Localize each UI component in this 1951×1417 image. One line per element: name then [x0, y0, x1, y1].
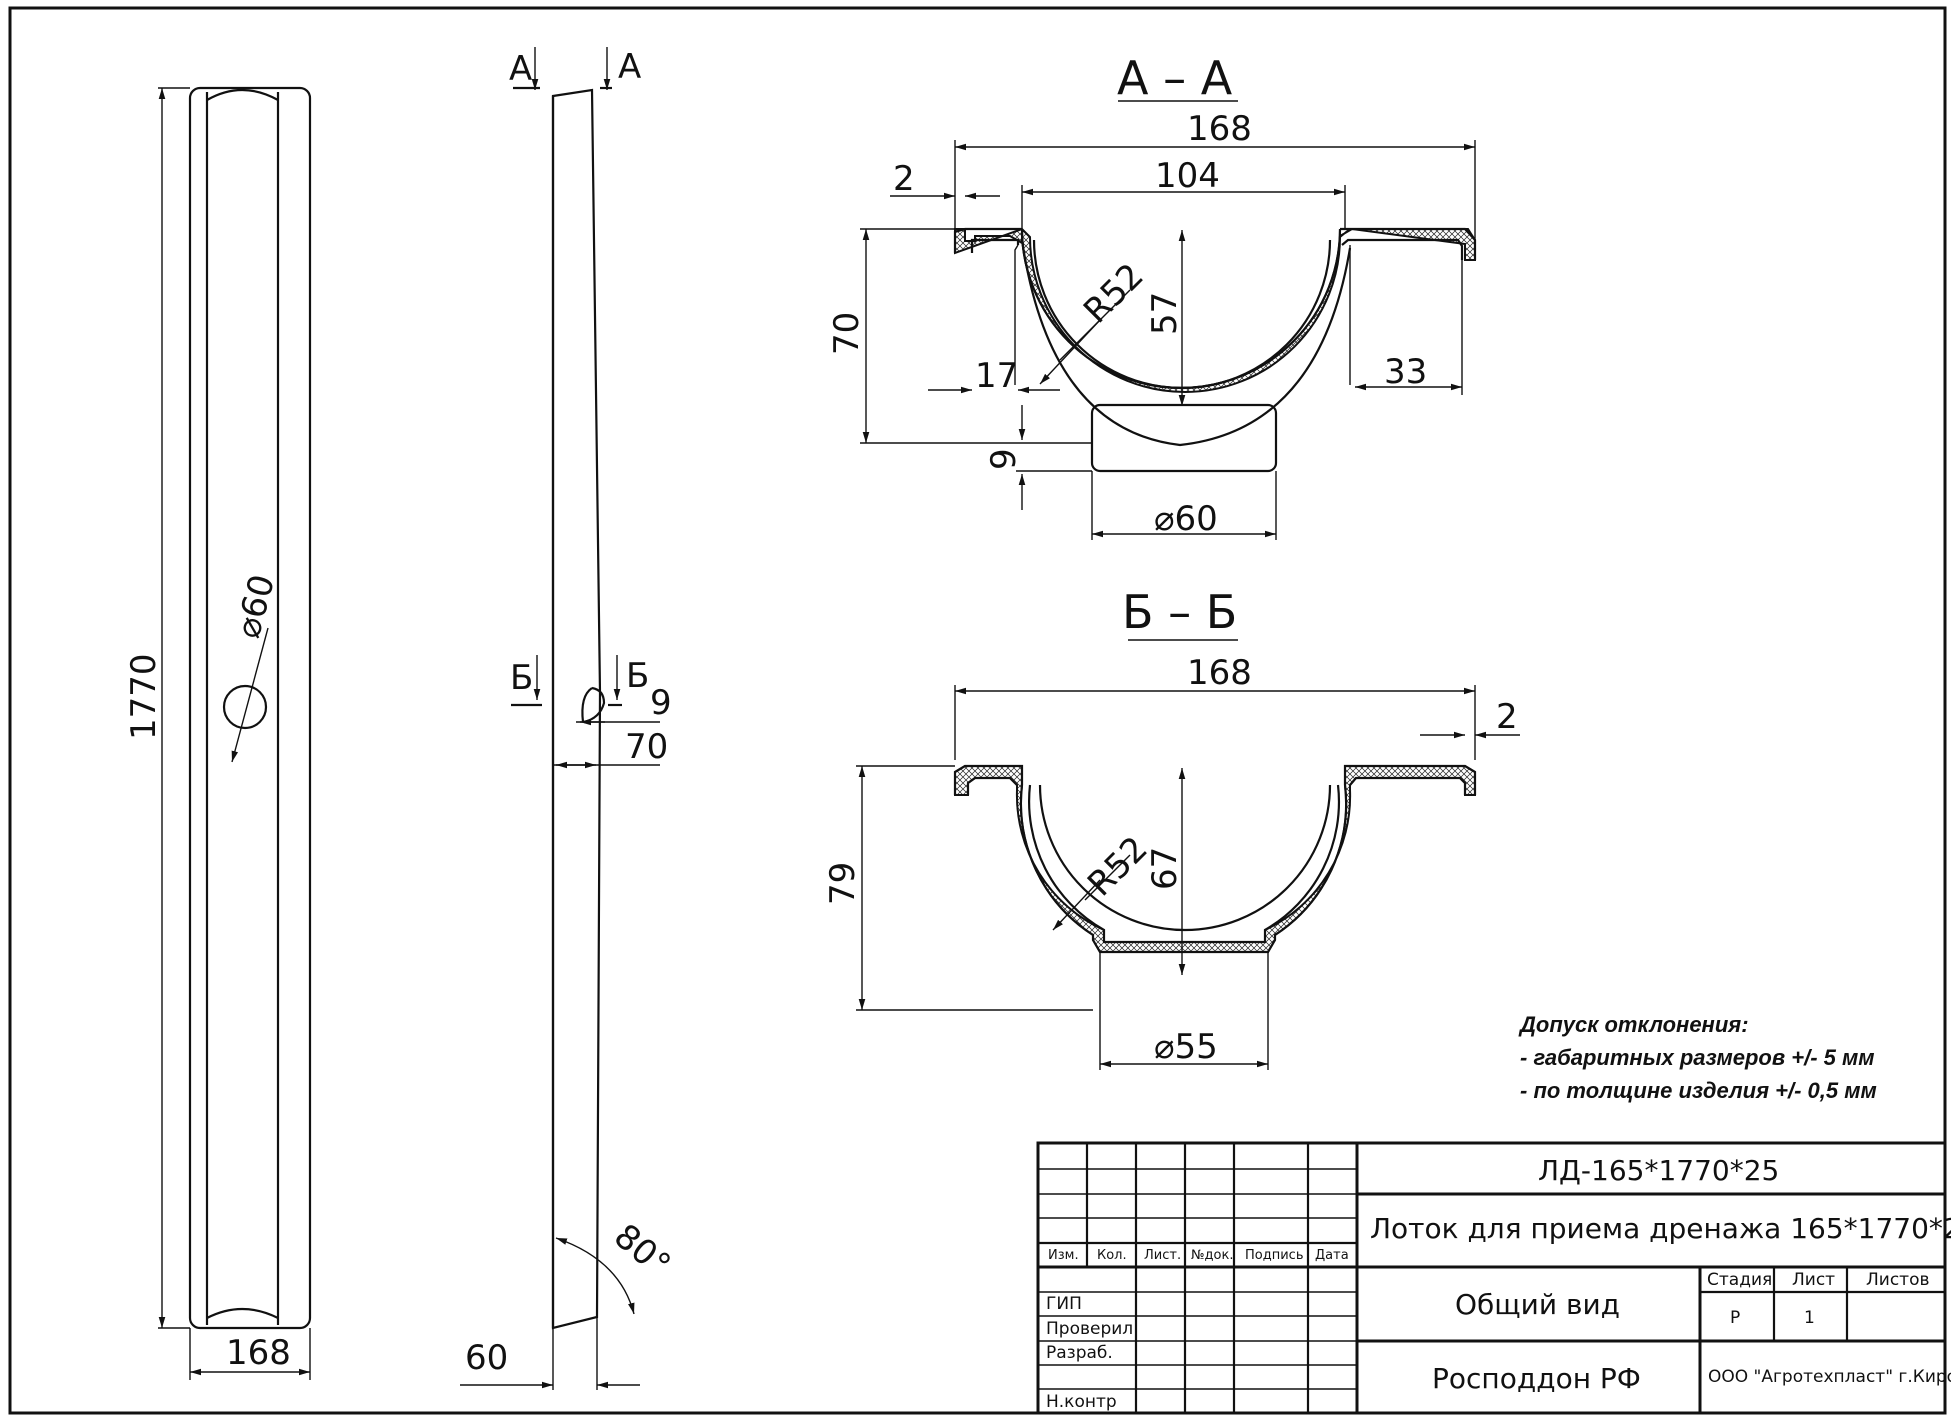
tb-role-gip: ГИП	[1046, 1294, 1082, 1314]
tb-code: ЛД-165*1770*25	[1538, 1154, 1779, 1187]
bb-dim-height: 79	[823, 862, 863, 905]
side-angle: 80°	[606, 1216, 678, 1285]
aa-dim-height: 70	[827, 312, 867, 355]
notes-line2: - по толщине изделия +/- 0,5 мм	[1520, 1078, 1877, 1103]
aa-dim-radius: R52	[1076, 256, 1152, 332]
cut-a-right: А	[618, 47, 641, 87]
tb-col-data: Дата	[1315, 1248, 1349, 1263]
plan-hole-dim: ⌀60	[228, 570, 283, 642]
tb-org: ООО "Агротехпласт" г.Киров	[1708, 1367, 1951, 1387]
tb-col-ndok: №док.	[1191, 1248, 1233, 1263]
tb-col-kol: Кол.	[1097, 1248, 1127, 1263]
bb-dim-outlet-dia: ⌀55	[1154, 1027, 1218, 1067]
aa-dim-left-step: 17	[975, 356, 1018, 396]
bb-dim-width: 168	[1187, 653, 1252, 693]
section-bb: Б – Б 168 2 R52 67 79 ⌀55	[823, 585, 1520, 1070]
aa-dim-inner: 104	[1155, 156, 1220, 196]
tb-name: Лоток для приема дренажа 165*1770*25	[1370, 1212, 1951, 1245]
aa-dim-depth: 57	[1145, 292, 1185, 335]
aa-dim-outlet-height: 9	[984, 448, 1024, 470]
section-bb-title: Б – Б	[1122, 585, 1237, 639]
tb-col-list: Лист.	[1144, 1248, 1181, 1263]
aa-dim-right-step: 33	[1384, 352, 1427, 392]
aa-dim-width: 168	[1187, 109, 1252, 149]
section-aa-title: А – А	[1117, 51, 1233, 105]
tb-col-izm: Изм.	[1048, 1248, 1079, 1263]
tb-owner: Росподдон РФ	[1432, 1362, 1641, 1395]
bb-dim-depth: 67	[1145, 847, 1185, 890]
tb-stage-label: Стадия	[1707, 1270, 1772, 1290]
tb-role-developed: Разраб.	[1046, 1343, 1113, 1363]
plan-view: ⌀60 1770 168	[124, 86, 312, 1380]
notes-line1: - габаритных размеров +/- 5 мм	[1520, 1045, 1875, 1070]
side-view: А А Б Б 9 70 80° 60	[460, 47, 678, 1390]
tb-view: Общий вид	[1455, 1288, 1620, 1321]
aa-dim-flange: 2	[893, 159, 915, 199]
tb-col-podpis: Подпись	[1245, 1248, 1303, 1263]
tb-sheets-label: Листов	[1866, 1270, 1930, 1290]
sheet-frame	[8, 6, 1947, 1415]
bb-dim-flange: 2	[1496, 697, 1518, 737]
notes-heading: Допуск отклонения:	[1518, 1012, 1749, 1037]
side-dim-9: 9	[650, 683, 672, 723]
title-block: Изм. Кол. Лист. №док. Подпись Дата ГИП П…	[1036, 1141, 1951, 1415]
tb-role-norm: Н.контр	[1046, 1392, 1117, 1412]
plan-length-dim: 1770	[124, 653, 164, 740]
tb-sheet-value: 1	[1804, 1308, 1815, 1328]
section-aa: А – А 168 104 2 R52 57	[827, 51, 1477, 540]
side-dim-60: 60	[465, 1338, 508, 1378]
side-dim-70: 70	[625, 727, 668, 767]
aa-dim-outlet-dia: ⌀60	[1154, 499, 1218, 539]
plan-width-dim: 168	[226, 1333, 291, 1373]
plan-hole	[222, 684, 268, 730]
tolerance-notes: Допуск отклонения: - габаритных размеров…	[1518, 1012, 1877, 1103]
cut-b-left: Б	[510, 658, 533, 698]
tb-role-checked: Проверил	[1046, 1319, 1133, 1339]
cut-a-left: А	[509, 49, 532, 89]
cut-b-right: Б	[626, 656, 649, 696]
tb-stage-value: Р	[1730, 1308, 1740, 1328]
tb-sheet-label: Лист	[1792, 1270, 1835, 1290]
